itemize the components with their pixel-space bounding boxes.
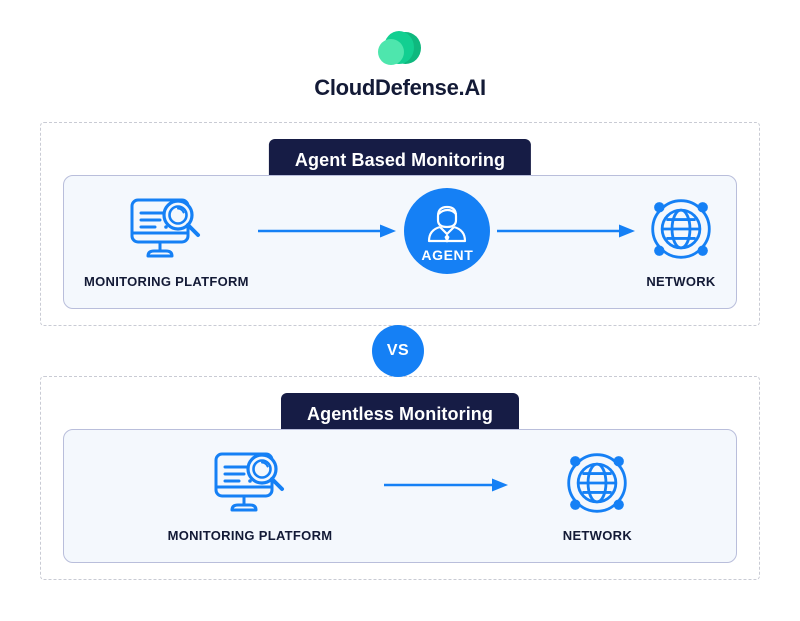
monitor-magnifier-icon [212,450,288,516]
cloud-blobs-logo-icon [372,30,428,66]
agent-badge: AGENT [404,188,491,274]
panel-agent-based: MONITORING PLATFORM [63,175,737,309]
panel-agentless: MONITORING PLATFORM [63,429,737,563]
agent-person-icon [425,203,469,245]
flow-agent-based: MONITORING PLATFORM [64,176,736,308]
arrow-platform-to-network [384,477,510,493]
network-globe-icon [562,450,632,516]
agent-label: AGENT [421,247,474,263]
monitor-magnifier-icon [128,196,204,262]
section-agentless-monitoring: Agentless Monitoring [40,376,760,580]
brand-header: CloudDefense.AI [0,30,800,101]
arrow-platform-to-agent [258,223,398,239]
node-label-network: NETWORK [646,273,716,289]
node-label-network: NETWORK [562,527,633,543]
node-monitoring-platform: MONITORING PLATFORM [168,450,333,543]
brand-name: CloudDefense.AI [314,75,486,100]
vs-divider-badge: VS [372,325,424,377]
network-globe-icon [646,196,716,262]
logo-blob-front [378,39,404,65]
flow-agentless: MONITORING PLATFORM [64,430,736,562]
node-network: NETWORK [646,196,716,289]
node-label-monitoring-platform: MONITORING PLATFORM [84,273,249,289]
arrow-agent-to-network [496,223,637,239]
node-label-monitoring-platform: MONITORING PLATFORM [167,527,333,543]
node-monitoring-platform: MONITORING PLATFORM [84,196,249,289]
node-network: NETWORK [562,450,632,543]
section-agent-based-monitoring: Agent Based Monitoring [40,122,760,326]
node-agent: AGENT [404,188,491,296]
vs-label: VS [386,342,410,359]
